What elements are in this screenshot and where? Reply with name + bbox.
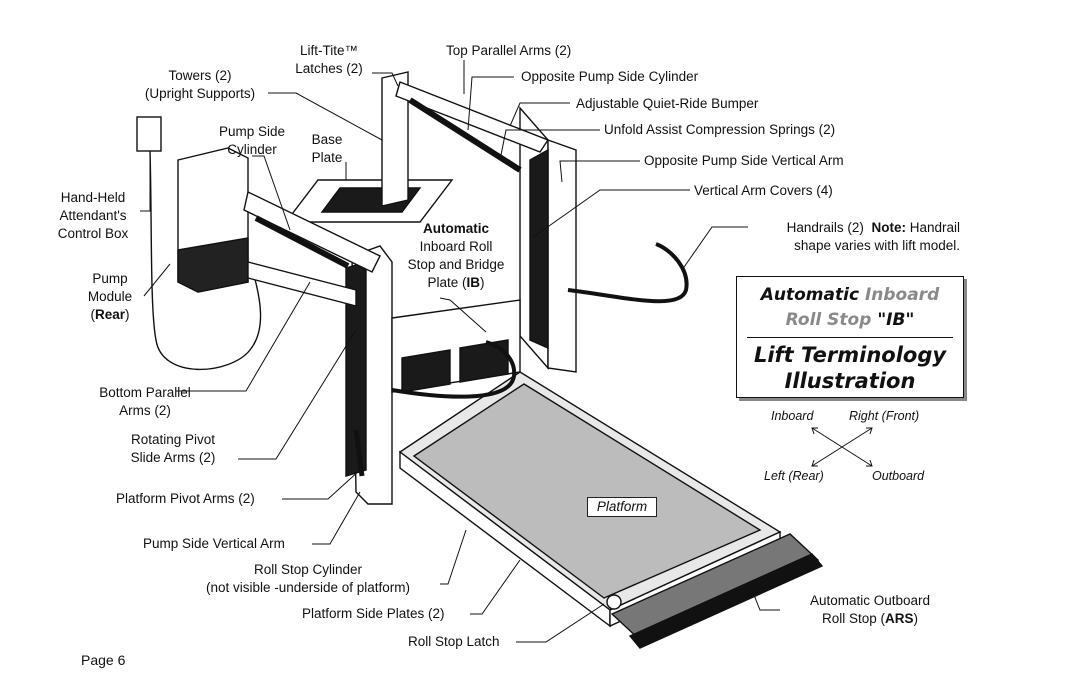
label-pump-side-vertical-arm: Pump Side Vertical Arm (143, 536, 285, 551)
control-box (136, 116, 162, 152)
tower-left (381, 71, 409, 207)
direction-compass (811, 427, 873, 467)
label-opposite-pump-side-cylinder: Opposite Pump Side Cylinder (521, 69, 699, 84)
label-automatic-outboard: Automatic Outboard Roll Stop (ARS) (809, 593, 931, 626)
page-number: Page 6 (81, 652, 126, 668)
outboard-roll-stop (610, 533, 820, 641)
platform-mesh (412, 383, 762, 599)
title-line-1: Automatic Inboard (760, 285, 940, 305)
roll-stop-latch (606, 594, 622, 610)
title-line-2: Roll Stop "IB" (785, 310, 915, 330)
control-cord (149, 150, 262, 371)
label-automatic-inboard: Automatic Inboard Roll Stop and Bridge P… (407, 221, 505, 290)
label-towers: Towers (2)(Upright Supports) (144, 68, 256, 101)
label-top-parallel-arms: Top Parallel Arms (2) (446, 43, 572, 58)
pump-side-top-arm (243, 190, 381, 273)
label-unfold-assist: Unfold Assist Compression Springs (2) (604, 122, 836, 137)
label-handrails: Handrails (2) Note: Handrail shape varie… (786, 220, 960, 253)
label-opposite-vertical-arm: Opposite Pump Side Vertical Arm (644, 153, 844, 168)
opposite-cylinder (408, 97, 522, 173)
direction-inboard: Inboard (771, 409, 814, 423)
label-platform-pivot-arms: Platform Pivot Arms (2) (116, 491, 255, 506)
bridge-vent-2 (459, 339, 509, 383)
title-line-3: Lift Terminology (753, 343, 947, 367)
title-divider (747, 337, 953, 338)
bridge-vent-1 (401, 349, 451, 393)
label-roll-stop-cylinder: Roll Stop Cylinder(not visible -undersid… (205, 562, 411, 595)
handrail-right (567, 242, 689, 304)
direction-left-rear: Left (Rear) (764, 469, 824, 483)
label-adjustable-bumper: Adjustable Quiet-Ride Bumper (576, 96, 759, 111)
leader-lines (140, 60, 780, 643)
title-line-4: Illustration (784, 369, 916, 393)
opposite-vertical-arm (547, 139, 577, 373)
direction-outboard: Outboard (872, 469, 925, 483)
direction-right-front: Right (Front) (849, 409, 920, 423)
label-vertical-arm-covers: Vertical Arm Covers (4) (694, 183, 833, 198)
label-roll-stop-latch: Roll Stop Latch (408, 634, 500, 649)
label-platform-side-plates: Platform Side Plates (2) (302, 606, 445, 621)
platform-pivot-arm (353, 429, 365, 477)
pump-side-cylinder (254, 215, 350, 269)
vertical-arm-cover-right (529, 148, 549, 350)
label-platform: Platform (587, 497, 657, 517)
bottom-parallel-arm (247, 261, 357, 307)
top-parallel-arm-back (395, 81, 550, 153)
handrail-left (391, 340, 517, 399)
pump-module-base (177, 237, 249, 293)
title-box: Automatic Inboard Roll Stop "IB" Lift Te… (736, 276, 964, 398)
outboard-roll-stop-edge (628, 553, 824, 649)
